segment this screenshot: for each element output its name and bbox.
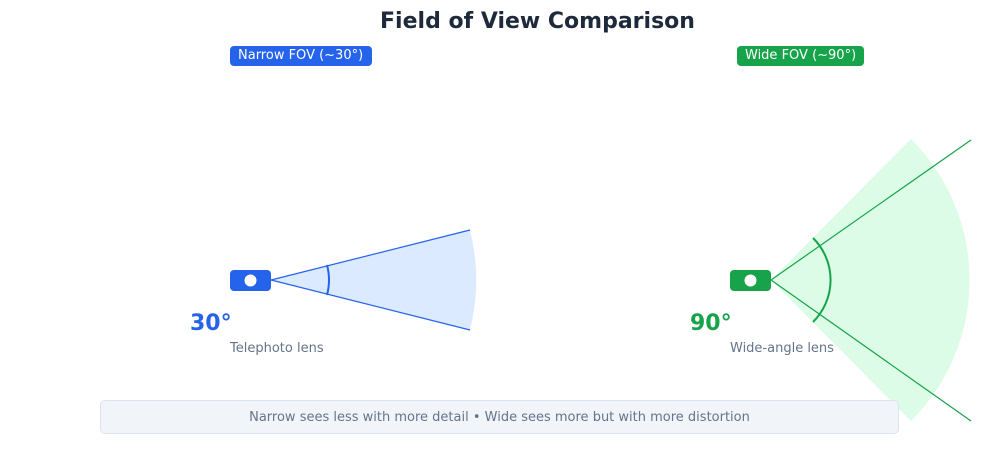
diagram-title: Field of View Comparison <box>380 9 695 34</box>
wide-angle-label: 90° <box>690 311 732 336</box>
wide-camera-lens-icon <box>744 274 757 287</box>
narrow-angle-arc <box>326 264 330 296</box>
wide-fov-edge-lower <box>770 279 972 422</box>
narrow-fov-badge: Narrow FOV (~30°) <box>230 46 372 66</box>
narrow-angle-label: 30° <box>190 311 232 336</box>
wide-fov-group <box>730 139 972 422</box>
wide-angle-arc <box>812 237 832 323</box>
wide-fov-edge-upper <box>770 139 972 281</box>
narrow-lens-label: Telephoto lens <box>230 341 324 356</box>
narrow-camera-lens-icon <box>244 274 257 287</box>
wide-fov-badge: Wide FOV (~90°) <box>737 46 864 66</box>
narrow-fov-group <box>230 229 477 331</box>
narrow-fov-edge-lower <box>270 279 471 331</box>
wide-fov-cone <box>771 139 970 421</box>
narrow-fov-edge-upper <box>270 229 471 281</box>
wide-lens-label: Wide-angle lens <box>730 341 834 356</box>
comparison-caption: Narrow sees less with more detail • Wide… <box>100 400 899 434</box>
narrow-fov-cone <box>271 230 477 330</box>
